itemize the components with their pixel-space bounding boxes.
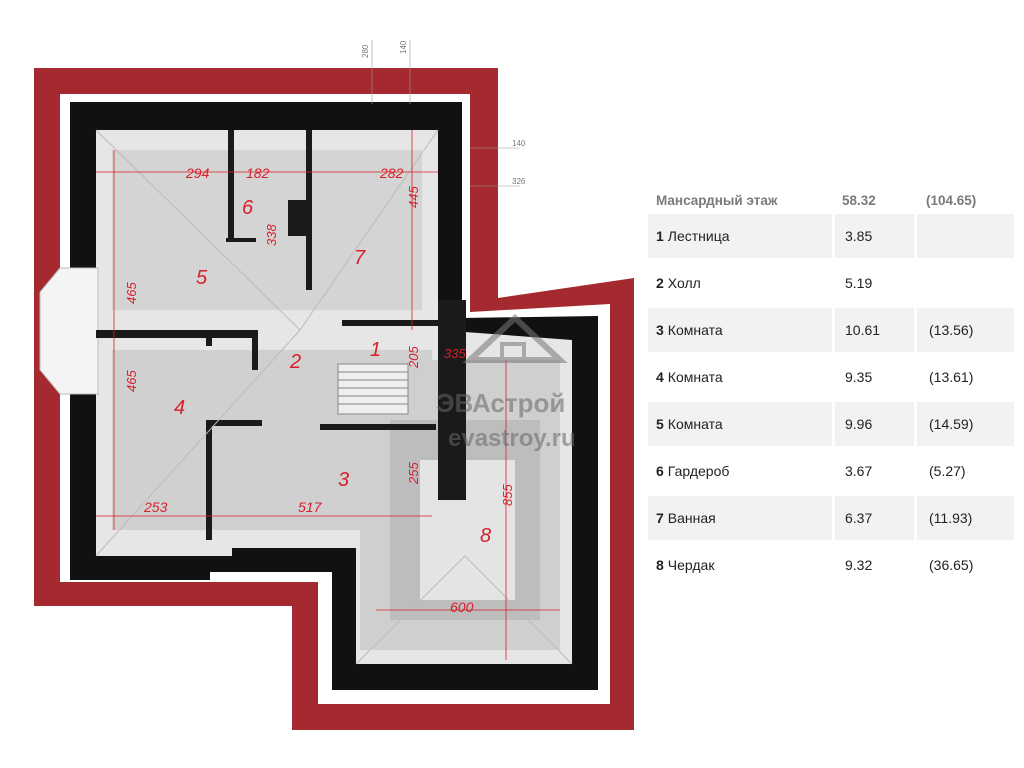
room-area-gross: (14.59) (914, 402, 1014, 446)
room-number: 7 (656, 510, 664, 526)
room-name: Холл (667, 275, 701, 291)
room-area: 9.35 (832, 355, 914, 399)
dim-282: 282 (379, 165, 404, 181)
tick-326: 326 (512, 177, 526, 186)
room-label-2: 2 (289, 351, 301, 373)
room-label-7: 7 (354, 247, 366, 269)
dim-335: 335 (444, 346, 466, 361)
room-area: 3.67 (832, 449, 914, 493)
room-area-gross: (11.93) (914, 496, 1014, 540)
room-number: 5 (656, 416, 664, 432)
area-table-header: Мансардный этаж 58.32 (104.65) (648, 186, 1014, 214)
staircase (337, 363, 409, 415)
dim-465-lower: 465 (124, 370, 139, 392)
tick-280: 280 (361, 44, 370, 58)
dim-338: 338 (264, 224, 279, 246)
room-area-gross: (13.61) (914, 355, 1014, 399)
floor-area (96, 130, 572, 664)
room-area: 9.32 (832, 543, 914, 587)
room-area-gross: (5.27) (914, 449, 1014, 493)
room-name: Комната (667, 322, 723, 338)
room-number: 4 (656, 369, 664, 385)
room-name: Гардероб (667, 463, 730, 479)
room-area: 9.96 (832, 402, 914, 446)
room-area: 3.85 (832, 214, 914, 258)
room-number: 1 (656, 228, 664, 244)
dim-253: 253 (143, 499, 168, 515)
room-area: 6.37 (832, 496, 914, 540)
room-name: Комната (667, 369, 723, 385)
dim-465-upper: 465 (124, 282, 139, 304)
tick-140-top: 140 (399, 40, 408, 54)
watermark-brand: ЭВАстрой (436, 388, 565, 418)
room-label-1: 1 (370, 339, 381, 361)
floor-total: 58.32 (842, 192, 876, 208)
dim-205: 205 (406, 346, 421, 369)
room-name: Комната (667, 416, 723, 432)
room-number: 2 (656, 275, 664, 291)
floor-total-gross: (104.65) (926, 192, 977, 208)
watermark-site: evastroy.ru (448, 425, 576, 452)
room-number: 3 (656, 322, 664, 338)
room-name: Ванная (667, 510, 716, 526)
room-label-5: 5 (196, 267, 208, 289)
dimension-lines (96, 130, 560, 660)
top-ticks (371, 40, 520, 187)
room-area-gross (914, 214, 1014, 258)
room-area-gross: (13.56) (914, 308, 1014, 352)
dim-255: 255 (406, 462, 421, 485)
room-area-gross (914, 261, 1014, 305)
tick-140-right: 140 (512, 139, 526, 148)
bay-window (39, 267, 99, 395)
dim-182: 182 (246, 165, 270, 181)
room-area-gross: (36.65) (914, 543, 1014, 587)
dim-445: 445 (406, 186, 421, 208)
room-area: 5.19 (832, 261, 914, 305)
room-label-6: 6 (242, 197, 254, 219)
room-label-3: 3 (338, 469, 349, 491)
room-number: 6 (656, 463, 664, 479)
dim-855: 855 (500, 484, 515, 506)
dim-600: 600 (450, 599, 474, 615)
room-number: 8 (656, 557, 664, 573)
dim-517: 517 (298, 499, 323, 515)
room-name: Чердак (667, 557, 715, 573)
dim-294: 294 (185, 165, 210, 181)
room-label-8: 8 (480, 525, 491, 547)
floor-title: Мансардный этаж (656, 192, 778, 208)
interior-walls (96, 130, 466, 540)
room-label-4: 4 (174, 397, 185, 419)
watermark: ЭВАстрой evastroy.ru (436, 313, 576, 452)
room-area: 10.61 (832, 308, 914, 352)
room-name: Лестница (667, 228, 730, 244)
